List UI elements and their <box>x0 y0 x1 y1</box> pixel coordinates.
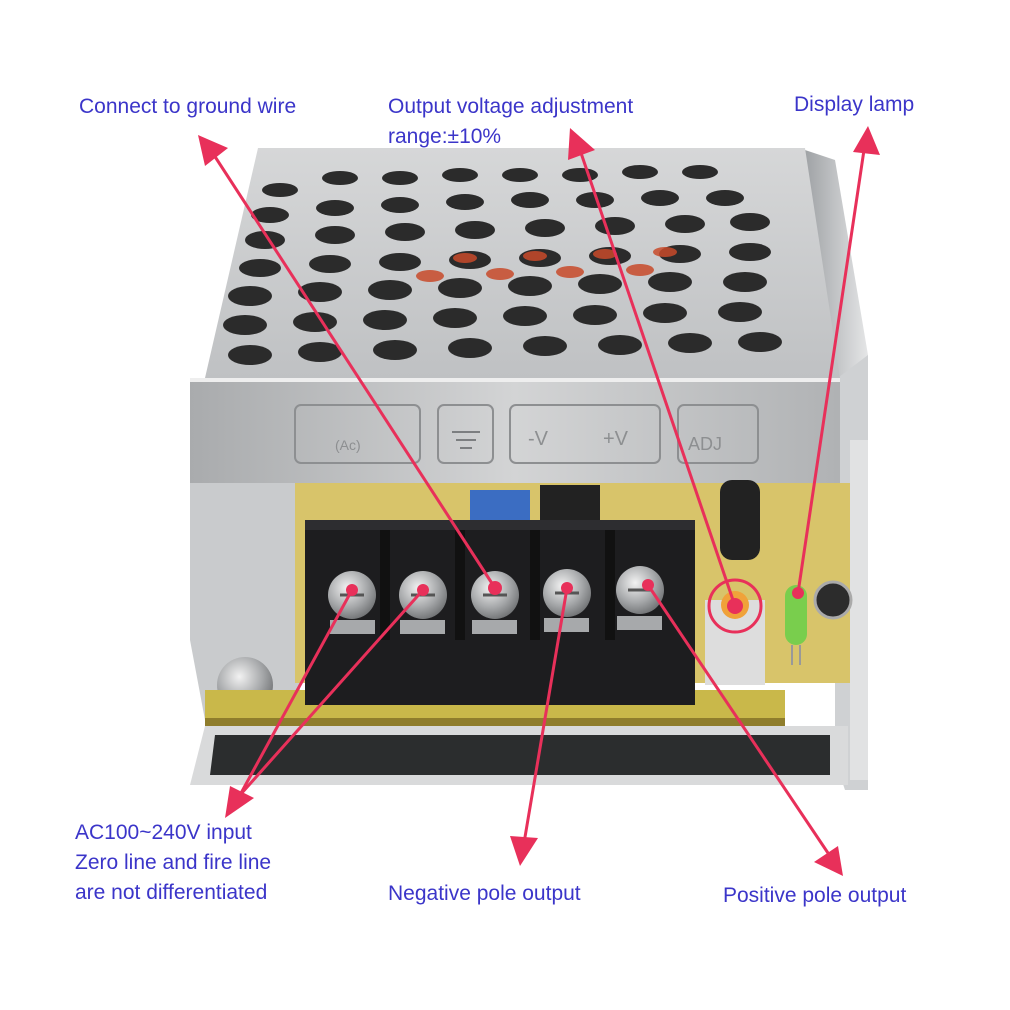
label-negative-output-text: Negative pole output <box>388 882 581 905</box>
legend-ac: (Ac) <box>335 437 361 453</box>
indicator-led <box>785 585 807 665</box>
label-ground-wire: Connect to ground wire <box>79 92 296 122</box>
label-voltage-adjust-line1: Output voltage adjustment <box>388 95 634 118</box>
label-ground-wire-text: Connect to ground wire <box>79 95 297 118</box>
arrowhead-ground-wire <box>198 135 228 166</box>
legend-adj: ADJ <box>688 434 722 454</box>
label-ac-input: AC100~240V input Zero line and fire line… <box>75 818 271 908</box>
label-ac-input-line1: AC100~240V input <box>75 821 252 844</box>
case-base <box>190 726 848 785</box>
arrowhead-ac-input <box>225 786 254 818</box>
arrowhead-display-lamp <box>853 126 880 155</box>
label-voltage-adjust: Output voltage adjustment range:±10% <box>388 92 633 152</box>
label-display-lamp-text: Display lamp <box>794 93 915 116</box>
arrowhead-positive <box>814 846 843 876</box>
case-front-face <box>190 378 840 483</box>
capacitor <box>813 580 853 620</box>
internal-components-glimpse <box>416 247 677 282</box>
ventilation-holes <box>223 165 782 365</box>
case-top-panel <box>205 148 840 378</box>
terminal-legend: (Ac) -V +V ADJ <box>335 428 722 454</box>
label-display-lamp: Display lamp <box>794 90 914 120</box>
legend-minus-v: -V <box>528 428 549 450</box>
label-negative-output: Negative pole output <box>388 879 581 909</box>
annotation-arrows <box>198 126 880 876</box>
terminal-block <box>305 520 695 705</box>
label-ac-input-line2: Zero line and fire line <box>75 851 272 874</box>
label-voltage-adjust-line2: range:±10% <box>388 125 502 148</box>
label-positive-output-text: Positive pole output <box>723 884 907 907</box>
arrowhead-negative <box>510 836 538 866</box>
ground-symbol <box>452 431 480 449</box>
label-ac-input-line3: are not differentiated <box>75 881 268 904</box>
legend-plus-v: +V <box>603 428 629 450</box>
mounting-bracket <box>190 483 300 720</box>
label-positive-output: Positive pole output <box>723 881 906 911</box>
arrowhead-voltage-adjust <box>568 128 595 160</box>
